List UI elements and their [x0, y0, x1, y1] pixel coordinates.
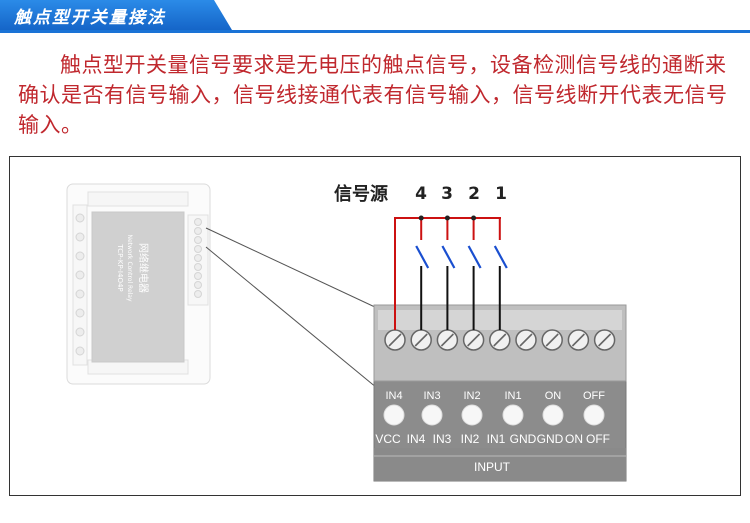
led-label: IN4 — [385, 390, 402, 402]
terminal-label: IN3 — [433, 432, 452, 446]
header-underline — [0, 30, 750, 33]
indicator-led — [502, 404, 524, 426]
relay-device-illustration: 网络继电器 Network Control Relay TCP-KP-I4O4P — [66, 183, 211, 385]
junction-dot — [444, 215, 450, 221]
device-screw — [75, 232, 85, 242]
terminal-label: GND — [510, 432, 537, 446]
switch-contact — [467, 245, 482, 269]
device-screw — [194, 218, 202, 226]
screw-slot — [388, 333, 402, 347]
device-screw — [194, 290, 202, 298]
section-header: 触点型开关量接法 — [0, 0, 750, 34]
indicator-led — [421, 404, 443, 426]
junction-dot — [471, 215, 477, 221]
terminal-label: GND — [537, 432, 564, 446]
indicator-led — [542, 404, 564, 426]
header-tab: 触点型开关量接法 — [0, 0, 232, 30]
diagram-frame — [9, 156, 741, 496]
led-label: IN2 — [463, 390, 480, 402]
device-screw — [75, 289, 85, 299]
device-title: 网络继电器 — [137, 243, 150, 293]
source-number: 4 — [415, 184, 427, 204]
device-model: TCP-KP-I4O4P — [116, 243, 124, 291]
screw-slot — [440, 333, 454, 347]
zoom-line-top — [205, 227, 378, 309]
description-text: 触点型开关量信号要求是无电压的触点信号，设备检测信号线的通断来确认是否有信号输入… — [18, 53, 728, 137]
led-label: ON — [545, 390, 562, 402]
terminal-label: ON — [565, 432, 583, 446]
device-screw — [194, 272, 202, 280]
device-screw — [75, 346, 85, 356]
zoom-line-bottom — [205, 246, 378, 389]
switch-contact — [415, 245, 430, 269]
terminal-label: OFF — [586, 432, 610, 446]
device-screw — [75, 270, 85, 280]
device-screw — [194, 254, 202, 262]
led-label: IN3 — [423, 390, 440, 402]
indicator-led — [461, 404, 483, 426]
device-screw — [194, 227, 202, 235]
device-screw — [75, 308, 85, 318]
screw-slot — [598, 333, 612, 347]
screw-slot — [545, 333, 559, 347]
source-number: 2 — [468, 184, 480, 204]
indicator-led — [583, 404, 605, 426]
switch-contact — [493, 245, 508, 269]
device-screw — [194, 281, 202, 289]
device-screw — [75, 251, 85, 261]
signal-source-label: 信号源 — [334, 183, 388, 205]
device-subtitle: Network Control Relay — [126, 234, 133, 301]
device-screw — [75, 327, 85, 337]
switch-contact — [441, 245, 456, 269]
device-screw — [194, 245, 202, 253]
indicator-led — [383, 404, 405, 426]
header-title: 触点型开关量接法 — [14, 8, 166, 28]
terminal-label: IN4 — [407, 432, 426, 446]
terminal-label: VCC — [375, 432, 401, 446]
screw-slot — [414, 333, 428, 347]
terminal-label: IN2 — [461, 432, 480, 446]
screw-slot — [571, 333, 585, 347]
junction-dot — [418, 215, 424, 221]
screw-slot — [519, 333, 533, 347]
device-screw — [194, 236, 202, 244]
device-screw — [75, 213, 85, 223]
source-number: 3 — [441, 184, 453, 204]
terminal-label: IN1 — [487, 432, 506, 446]
input-label: INPUT — [474, 460, 511, 474]
screw-slot — [467, 333, 481, 347]
screw-slot — [493, 333, 507, 347]
source-number: 1 — [495, 184, 507, 204]
device-screw — [194, 263, 202, 271]
led-label: IN1 — [504, 390, 521, 402]
common-wire — [394, 217, 501, 330]
led-label: OFF — [583, 390, 605, 402]
